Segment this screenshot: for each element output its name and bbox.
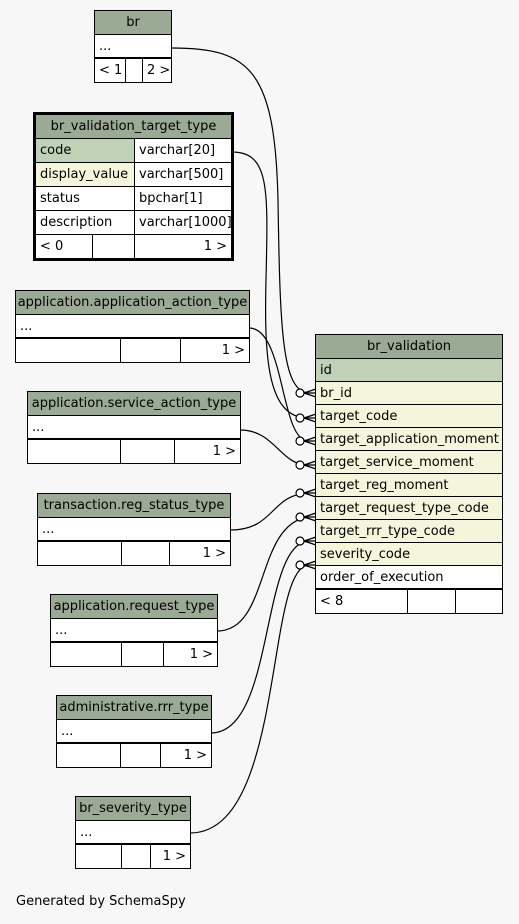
link-rrr-type (210, 540, 309, 734)
table-title: administrative.rrr_type (57, 696, 211, 720)
table-row: ... (51, 619, 217, 642)
footer-mid (125, 59, 142, 82)
footer-left: < 1 (99, 63, 123, 78)
footer-left (76, 845, 121, 868)
generated-by-credit: Generated by SchemaSpy (16, 894, 186, 909)
column-type: varchar[500] (134, 163, 231, 186)
footer-right: 1 > (160, 744, 211, 767)
table-br-validation[interactable]: br_validation id br_id target_code targe… (315, 334, 503, 614)
table-row: ... (57, 720, 211, 743)
table-request-type[interactable]: application.request_type ... 1 > (50, 594, 218, 667)
footer-right: 1 > (163, 643, 217, 666)
column-name: status (40, 191, 80, 206)
table-title: br_validation_target_type (36, 115, 231, 139)
column-row: order_of_execution (316, 566, 502, 589)
footer-left (51, 643, 121, 666)
column-row: target_reg_moment (316, 474, 502, 497)
table-br-validation-target-type[interactable]: br_validation_target_type code varchar[2… (33, 112, 234, 261)
table-title: br_severity_type (76, 797, 190, 821)
footer-right: 1 > (150, 845, 190, 868)
table-service-action-type[interactable]: application.service_action_type ... 1 > (27, 391, 241, 464)
column-row: target_code (316, 405, 502, 428)
table-row: status bpchar[1] (36, 187, 231, 211)
footer-left: < 8 (320, 594, 344, 609)
footer-left (57, 744, 120, 767)
footer-left: < 0 (40, 239, 64, 254)
link-severity-type (189, 564, 309, 834)
table-application-action-type[interactable]: application.application_action_type ... … (15, 290, 250, 363)
footer-right: 1 > (180, 339, 249, 362)
footer-mid (120, 440, 174, 463)
footer-right: 1 > (134, 235, 231, 258)
footer-mid (120, 744, 160, 767)
table-row: ... (38, 518, 230, 541)
footer-mid (121, 542, 169, 565)
column-type: varchar[20] (134, 139, 231, 162)
column-row: severity_code (316, 543, 502, 566)
table-row: display_value varchar[500] (36, 163, 231, 187)
column-name: description (40, 215, 113, 230)
column-row: br_id (316, 382, 502, 405)
column-row: target_application_moment (316, 428, 502, 451)
table-row: description varchar[1000] (36, 211, 231, 235)
footer-mid (92, 235, 134, 258)
column-type: bpchar[1] (134, 187, 231, 210)
table-title: transaction.reg_status_type (38, 494, 230, 518)
footer-left (28, 440, 120, 463)
table-title: application.application_action_type (16, 291, 249, 315)
column-name: code (40, 143, 72, 158)
footer-mid (121, 845, 150, 868)
footer-right: 1 > (169, 542, 230, 565)
footer-mid (121, 643, 163, 666)
link-br (171, 47, 309, 394)
footer-mid (407, 590, 455, 613)
footer-mid (120, 339, 180, 362)
footer-left (38, 542, 121, 565)
column-name: display_value (36, 163, 134, 186)
column-row: target_request_type_code (316, 497, 502, 520)
table-row: ... (95, 35, 171, 58)
column-type: varchar[1000] (134, 211, 231, 234)
table-row: ... (28, 416, 240, 439)
link-application-action (248, 327, 309, 442)
footer-right (455, 590, 502, 613)
table-row: code varchar[20] (36, 139, 231, 163)
table-br[interactable]: br ... < 1 2 > (94, 10, 172, 83)
link-reg-status (229, 492, 309, 531)
footer-right: 1 > (174, 440, 240, 463)
table-title: br_validation (316, 335, 502, 359)
column-row: target_service_moment (316, 451, 502, 474)
table-title: application.service_action_type (28, 392, 240, 416)
column-row: id (316, 359, 502, 382)
table-rrr-type[interactable]: administrative.rrr_type ... 1 > (56, 695, 212, 768)
column-row: target_rrr_type_code (316, 520, 502, 543)
table-row: ... (16, 315, 249, 338)
link-request-type (216, 516, 309, 632)
link-target-type (231, 151, 309, 419)
footer-left (16, 339, 120, 362)
table-title: application.request_type (51, 595, 217, 619)
table-row: ... (76, 821, 190, 844)
footer-right: 2 > (142, 59, 171, 82)
table-br-severity-type[interactable]: br_severity_type ... 1 > (75, 796, 191, 869)
table-reg-status-type[interactable]: transaction.reg_status_type ... 1 > (37, 493, 231, 566)
table-title: br (95, 11, 171, 35)
